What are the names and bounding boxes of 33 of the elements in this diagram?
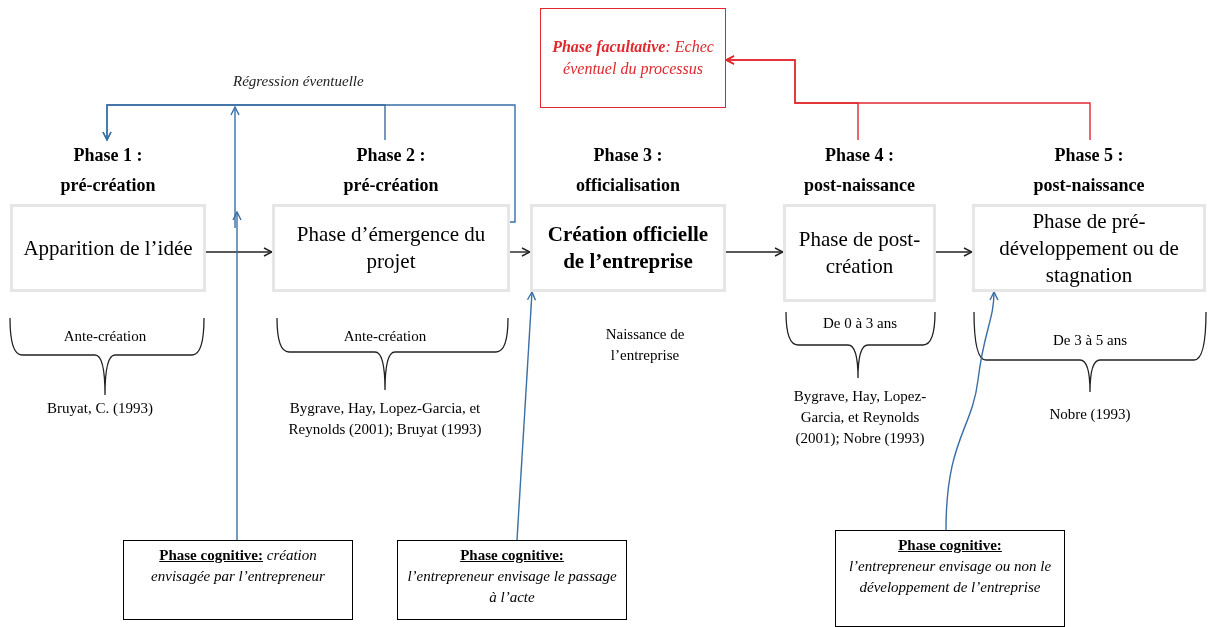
text-label: Bygrave, Hay, Lopez-Garcia, et Reynolds (2001); Nobre (1993) [792, 387, 928, 448]
arrow [725, 55, 1091, 141]
text-label: Bruyat, C. (1993) [46, 399, 154, 418]
text-label: De 3 à 5 ans [1051, 331, 1129, 350]
text-label: Ante-création [62, 327, 148, 346]
phase-heading: Phase 4 : post-naissance [803, 144, 916, 197]
note-box: Phase cognitive: l’entrepreneur envisage ou non le développement de l’entreprise [835, 530, 1065, 627]
text-label: Bygrave, Hay, Lopez-Garcia, et Reynolds (2001); Bruyat (1993) [287, 399, 483, 439]
arrow [232, 211, 242, 541]
process-box: Phase d’émergence du projet [272, 204, 510, 292]
arrow [102, 104, 516, 223]
arrow [945, 291, 999, 531]
phase-heading: Phase 3 : officialisation [575, 144, 681, 197]
phase-heading: Phase 2 : pré-création [342, 144, 440, 197]
note-box: Phase facultative: Echec éventuel du processus [540, 8, 726, 108]
note-box: Phase cognitive: création envisagée par l’entrepreneur [123, 540, 353, 620]
text-label: De 0 à 3 ans [821, 314, 899, 333]
phase-heading: Phase 5 : post-naissance [1032, 144, 1146, 197]
arrow [935, 247, 973, 257]
note-box: Phase cognitive: l’entrepreneur envisage le passage à l’acte [397, 540, 627, 620]
process-box: Phase de post-création [783, 204, 936, 302]
text-label: Nobre (1993) [1048, 405, 1132, 424]
process-box: Création officielle de l’entreprise [530, 204, 726, 292]
edge-label: Régression éventuelle [233, 73, 364, 90]
process-box: Phase de pré-développement ou de stagnation [972, 204, 1206, 292]
text-label: Ante-création [342, 327, 428, 346]
arrow [205, 247, 273, 257]
arrow [725, 247, 784, 257]
text-label: Naissance de l’entreprise [604, 325, 686, 365]
arrow [516, 291, 537, 541]
process-box: Apparition de l’idée [10, 204, 206, 292]
phase-heading: Phase 1 : pré-création [59, 144, 157, 197]
arrow [509, 247, 531, 257]
